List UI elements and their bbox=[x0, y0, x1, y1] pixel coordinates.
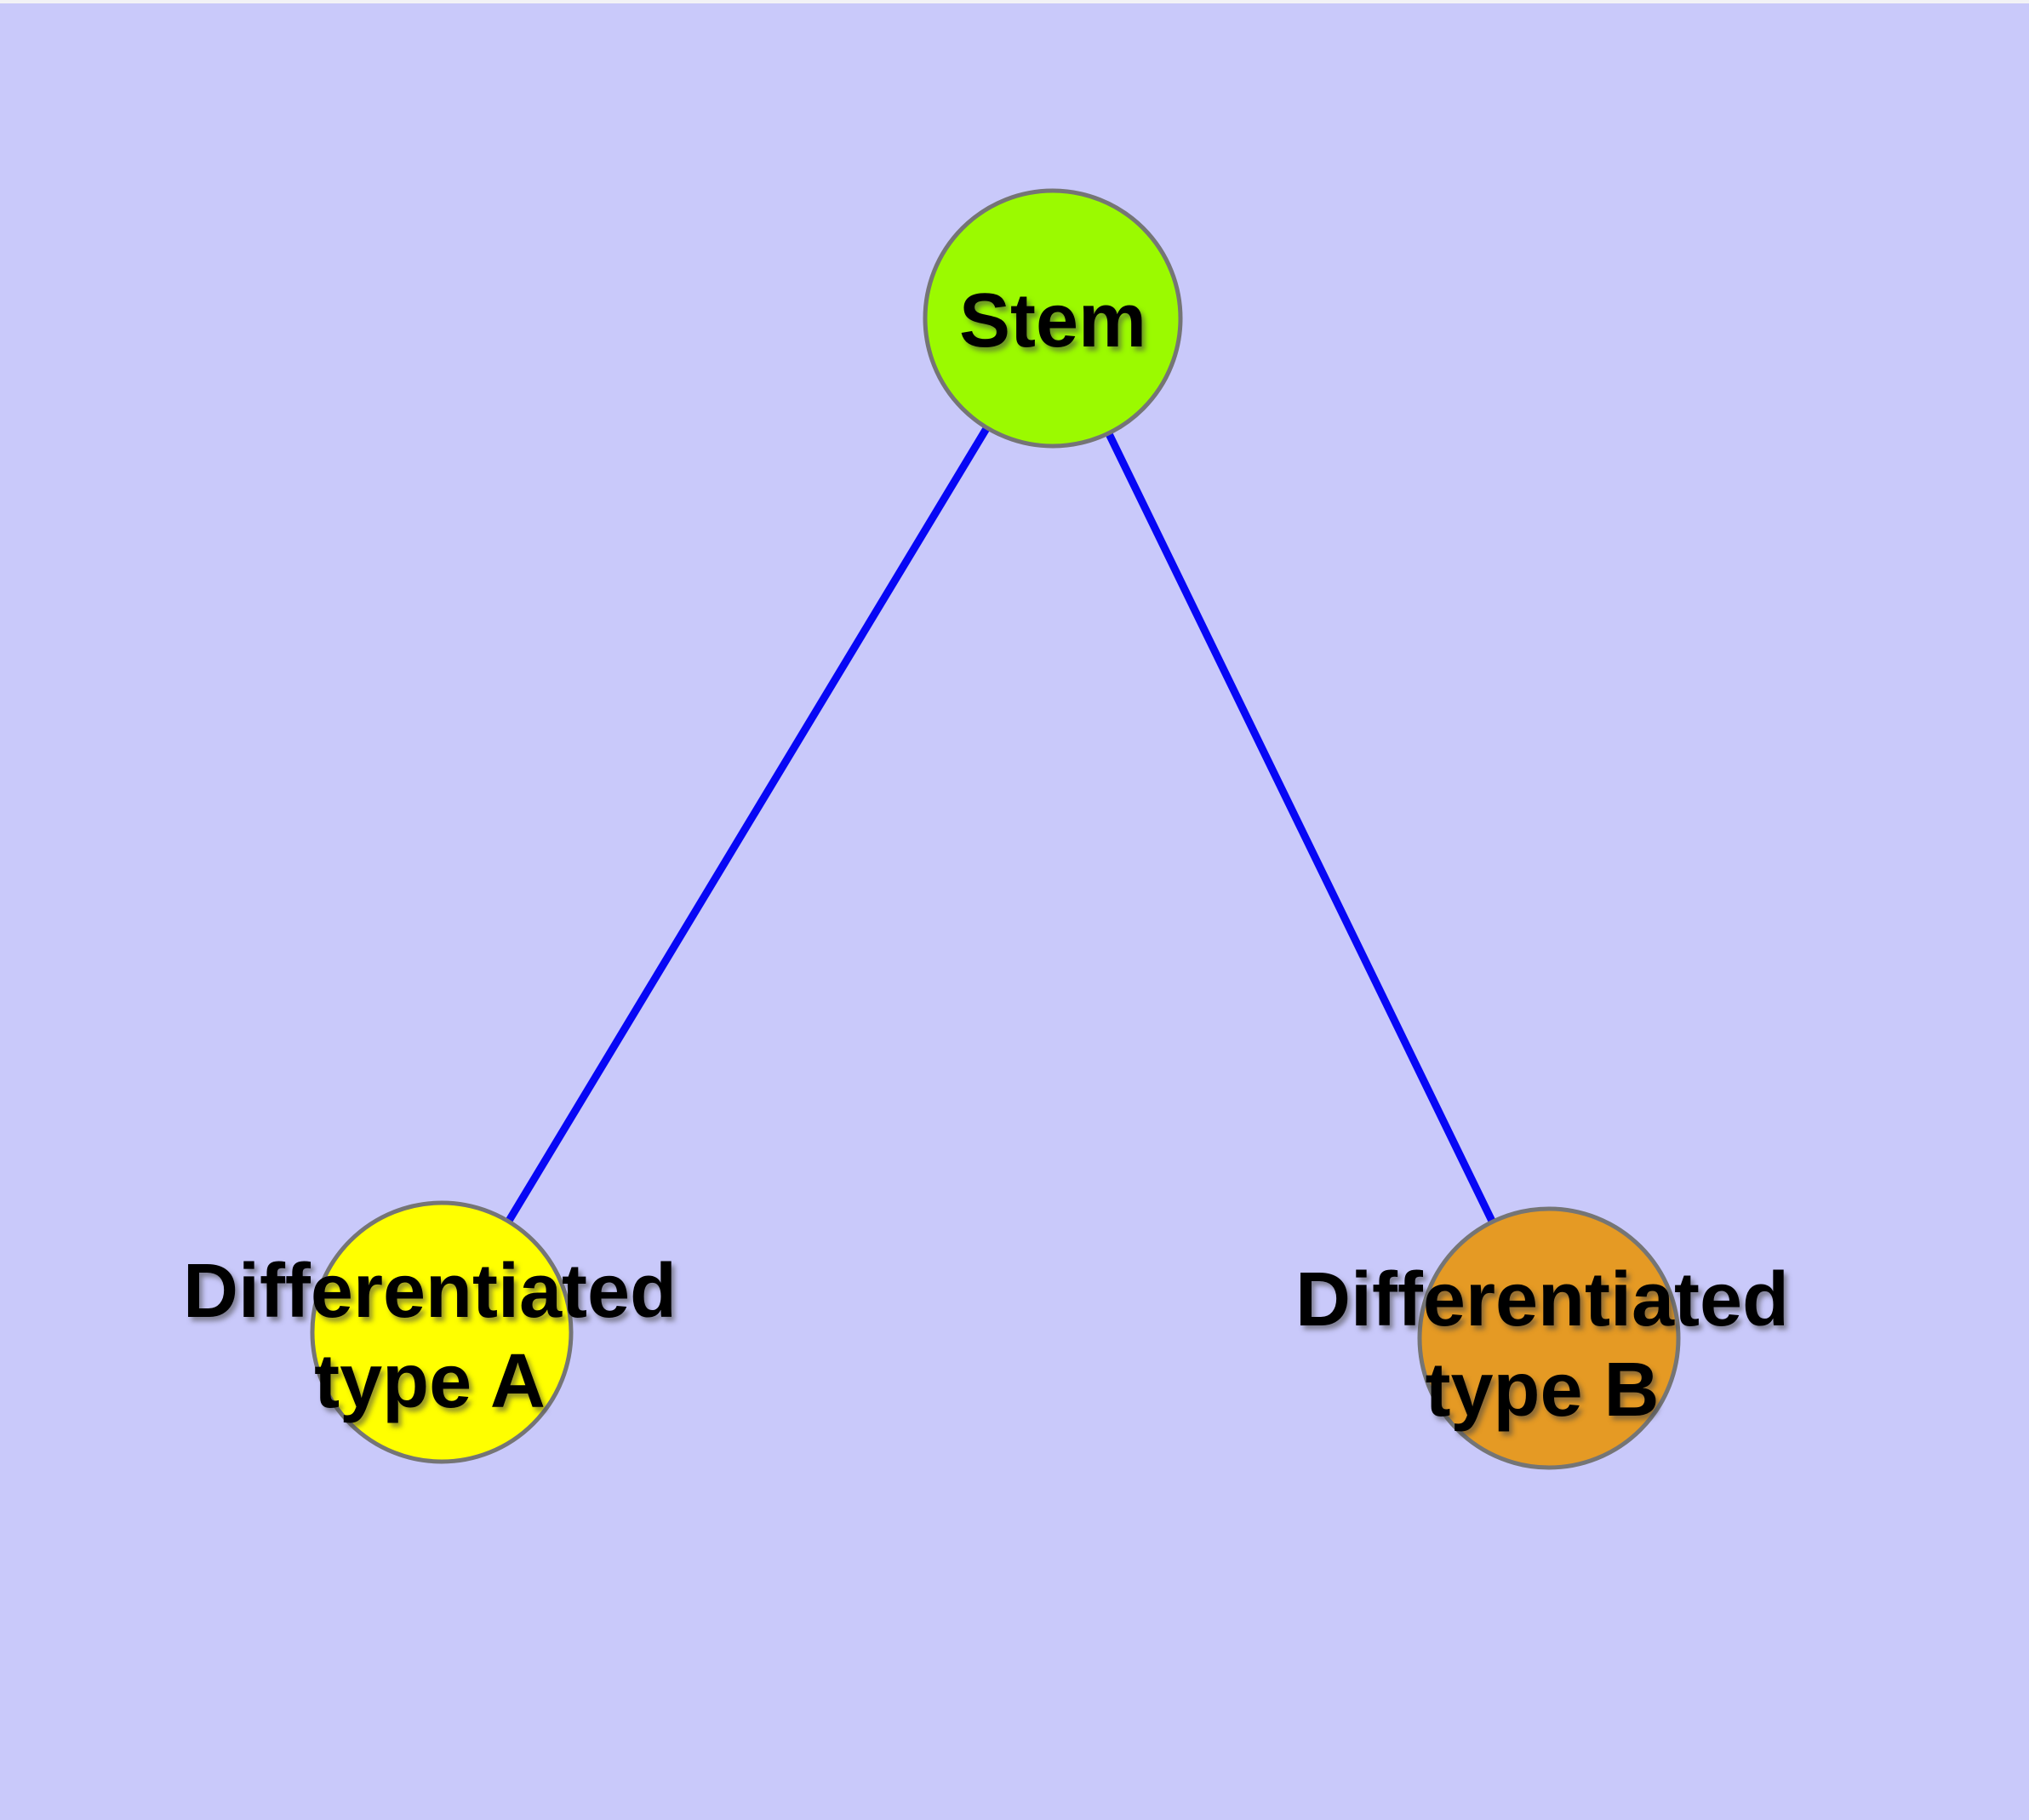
label-type-b-line2: type B bbox=[1425, 1348, 1659, 1433]
edge-stem-to-type-a bbox=[438, 316, 1056, 1335]
label-type-b-line1: Differentiated bbox=[1295, 1257, 1789, 1342]
edge-stem-to-type-b bbox=[1049, 317, 1553, 1340]
node-differentiated-type-b bbox=[1417, 1206, 1681, 1470]
label-type-a-line1: Differentiated bbox=[183, 1249, 677, 1334]
label-stem: Stem bbox=[959, 278, 1146, 363]
label-type-a-line2: type A bbox=[314, 1339, 546, 1424]
node-differentiated-type-a bbox=[310, 1200, 574, 1464]
node-stem bbox=[923, 188, 1183, 449]
top-border-strip bbox=[0, 0, 2029, 3]
